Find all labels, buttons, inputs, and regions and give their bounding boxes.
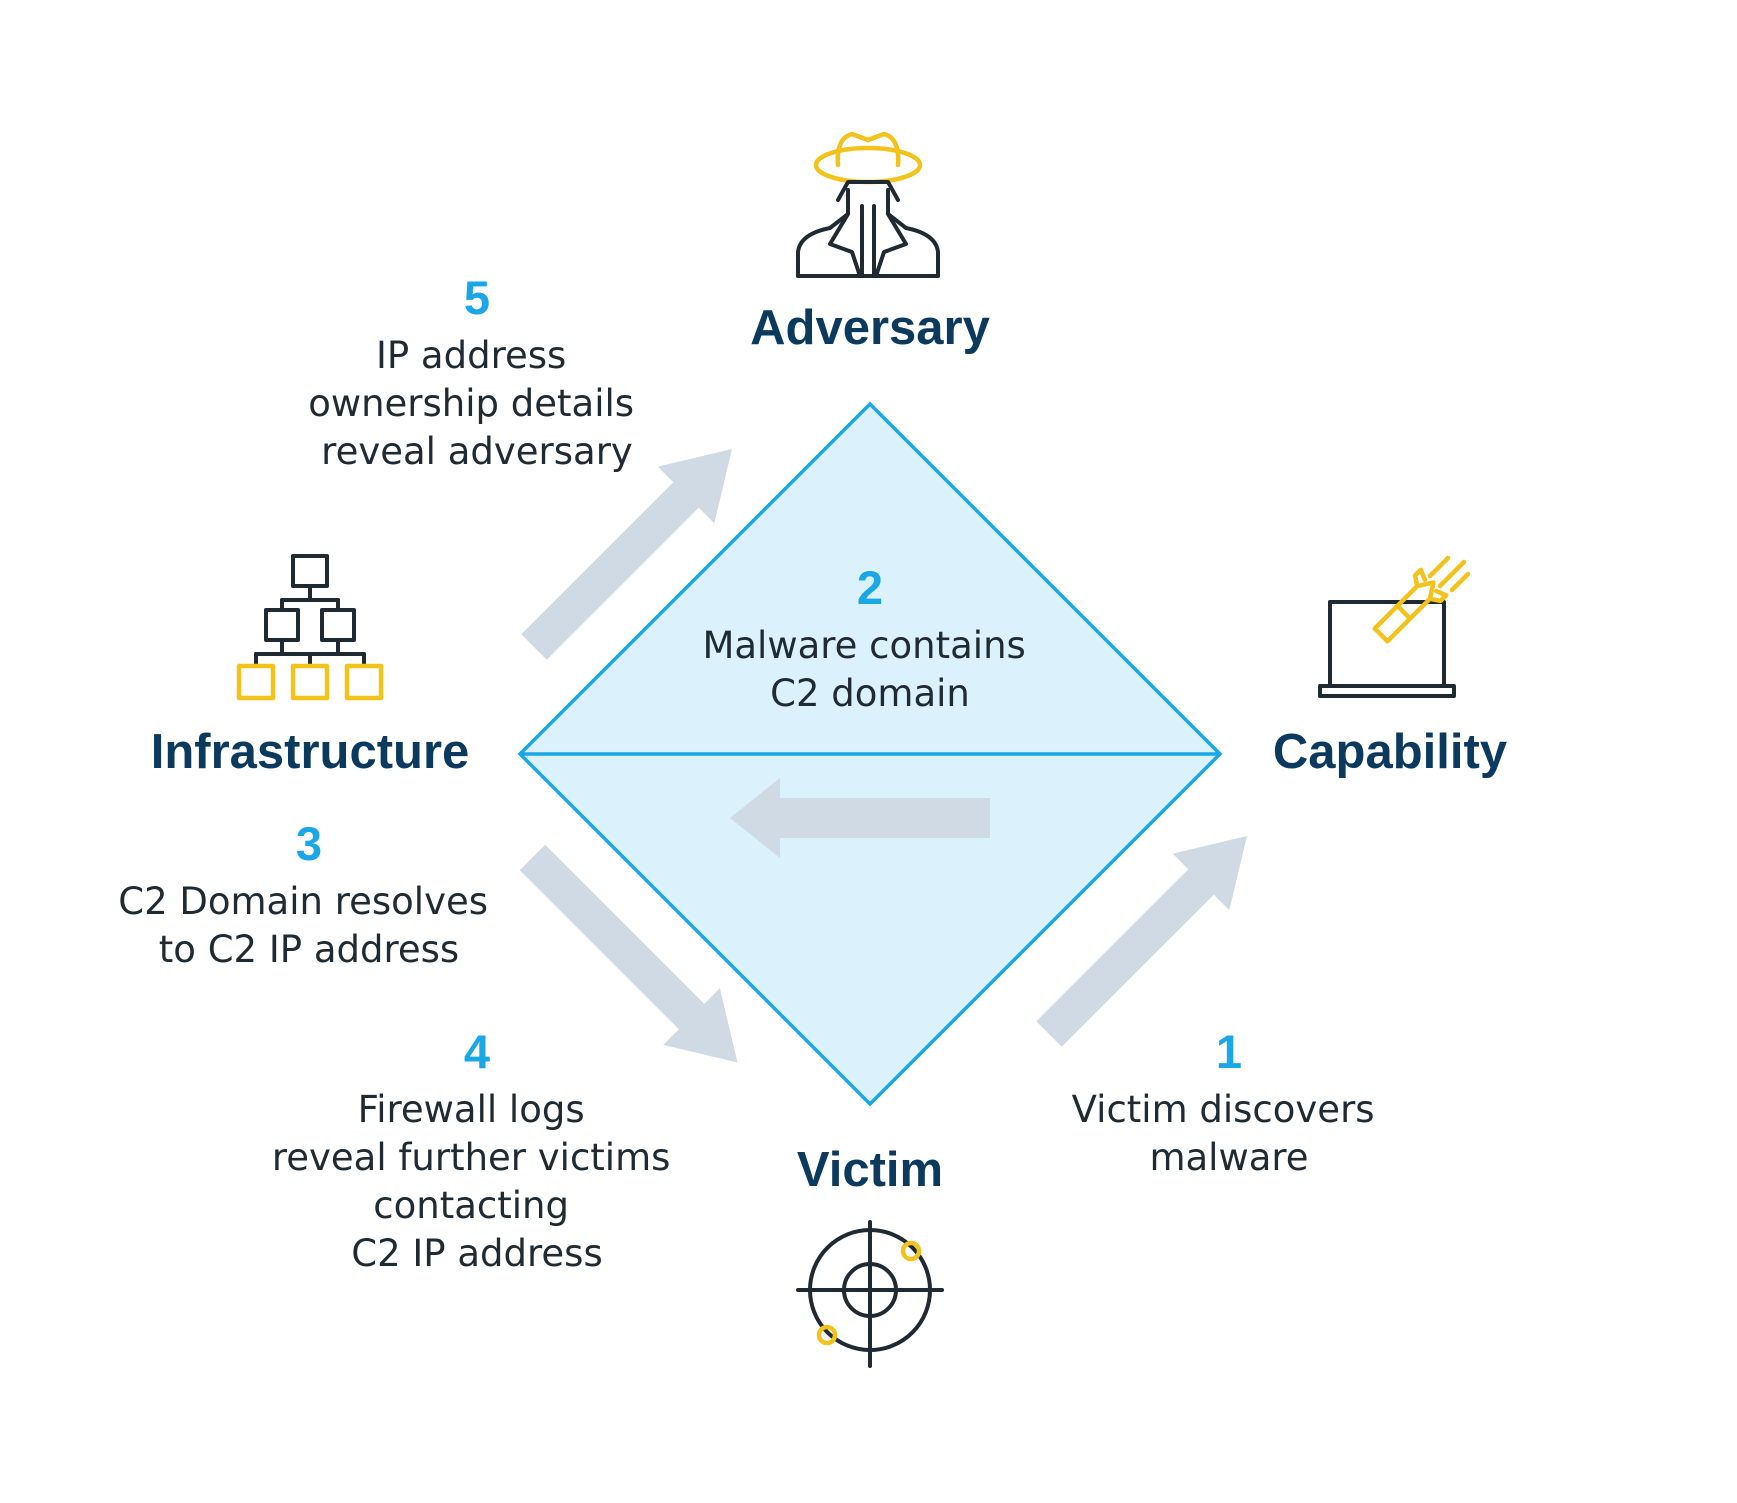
adversary-label: Adversary	[750, 301, 990, 355]
capability-label: Capability	[1273, 725, 1507, 779]
step-3-text: C2 Domain resolves to C2 IP address	[118, 880, 500, 971]
network-hierarchy-icon	[236, 554, 384, 701]
infrastructure-label: Infrastructure	[151, 725, 470, 779]
victim-label: Victim	[797, 1143, 943, 1197]
flow-arrow-infrastructure-to-victim	[519, 844, 738, 1063]
step-5-number: 5	[464, 271, 490, 324]
step-2-number: 2	[857, 561, 883, 614]
flow-arrow-infrastructure-to-adversary	[521, 449, 732, 660]
step-4-number: 4	[464, 1025, 490, 1078]
step-4-text: Firewall logs reveal further victims con…	[272, 1088, 682, 1275]
flow-arrow-victim-to-capability	[1036, 836, 1247, 1047]
step-1-text: Victim discovers malware	[1072, 1088, 1387, 1179]
laptop-missile-icon	[1318, 555, 1471, 698]
crosshair-target-icon	[796, 1220, 944, 1368]
step-5-text: IP address ownership details reveal adve…	[308, 334, 646, 473]
step-1-number: 1	[1216, 1025, 1242, 1078]
step-3-number: 3	[296, 817, 322, 870]
flow-arrow-capability-to-infrastructure	[730, 778, 990, 858]
step-2-text: Malware contains C2 domain	[702, 624, 1037, 715]
spy-hat-icon	[796, 131, 940, 278]
